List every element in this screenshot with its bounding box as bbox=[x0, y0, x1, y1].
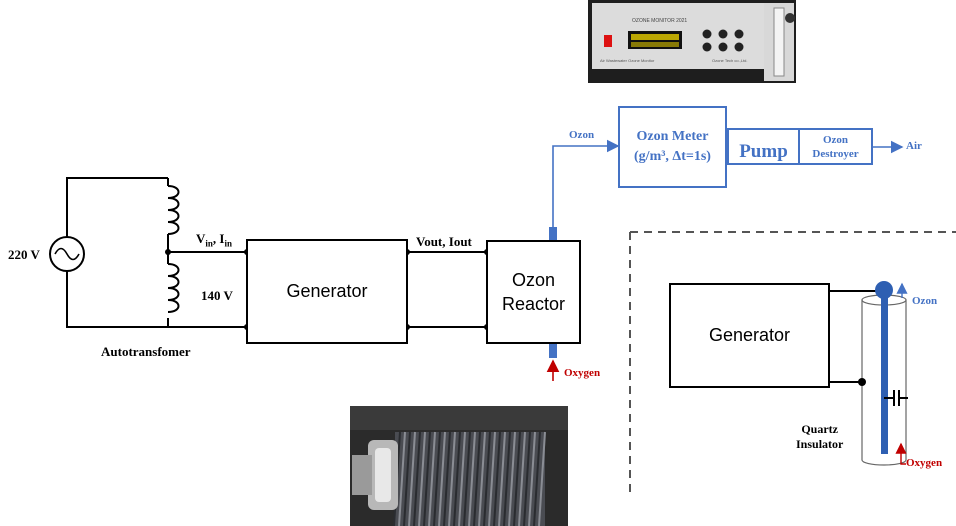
heatsink-fin bbox=[508, 431, 516, 526]
monitor-caption-left: Air Wastewater Ozone Monitor bbox=[600, 58, 655, 63]
heatsink-fin bbox=[413, 431, 421, 526]
heatsink-fin bbox=[468, 431, 476, 526]
detail-oxygen-label: Oxygen bbox=[906, 457, 943, 469]
tap-voltage-label: 140 V bbox=[201, 288, 233, 303]
section-divider bbox=[629, 231, 956, 494]
air-outlet-label: Air bbox=[906, 140, 922, 152]
detail-ozon-label: Ozon bbox=[912, 295, 938, 307]
heatsink-fin bbox=[443, 431, 451, 526]
heatsink-fin bbox=[463, 431, 471, 526]
vout-iout-label: Vout, Iout bbox=[416, 234, 472, 249]
detail-oxygen-arrow bbox=[895, 442, 907, 465]
vin-subscript: in bbox=[205, 238, 213, 249]
generator-detail-label: Generator bbox=[708, 325, 791, 345]
heatsink-fin bbox=[493, 431, 501, 526]
ozon-destroyer-block: Ozon Destroyer bbox=[798, 128, 873, 165]
heatsink-fin bbox=[513, 431, 521, 526]
ozon-outlet-label: Ozon bbox=[569, 129, 595, 141]
heatsink-fin bbox=[538, 431, 546, 526]
heatsink-fin bbox=[458, 431, 466, 526]
dbd-cell-wiring bbox=[829, 290, 884, 383]
ozone-monitor-photo: OZONE MONITOR 2021 Air Wastewater Ozone … bbox=[588, 0, 796, 83]
quartz-label-line2: Insulator bbox=[796, 437, 844, 451]
autotransformer-label: Autotransfomer bbox=[101, 344, 191, 359]
reactor-ports bbox=[549, 227, 557, 358]
destroyer-label-line1: Ozon bbox=[822, 133, 849, 146]
heatsink-fin bbox=[488, 431, 496, 526]
heatsink-fin bbox=[403, 431, 411, 526]
heatsink-fin bbox=[418, 431, 426, 526]
ozon-meter-units: (g/m³, Δt=1s) bbox=[634, 149, 711, 164]
heatsink-fin bbox=[428, 431, 436, 526]
heatsink-fin bbox=[483, 431, 491, 526]
heatsink-fin bbox=[528, 431, 536, 526]
vin-iin-label: Vin, Iin bbox=[196, 231, 232, 249]
quartz-label-line1: Quartz bbox=[801, 422, 838, 436]
heatsink-fin bbox=[433, 431, 441, 526]
dielectric-capacitor-symbol bbox=[884, 390, 908, 406]
heatsink-fin bbox=[438, 431, 446, 526]
reactor-label-line1: Ozon bbox=[511, 270, 556, 290]
ozon-meter-label: Ozon Meter bbox=[636, 129, 709, 144]
heatsink-fin bbox=[498, 431, 506, 526]
monitor-caption-right: Ozone Tech co.,Ltd. bbox=[712, 58, 748, 63]
ozone-reactor-photo bbox=[350, 406, 568, 526]
heatsink-fin bbox=[478, 431, 486, 526]
heatsink-fin bbox=[518, 431, 526, 526]
heatsink-fin bbox=[533, 431, 541, 526]
monitor-title: OZONE MONITOR 2021 bbox=[632, 18, 687, 24]
ac-source-circuit bbox=[66, 177, 487, 328]
iin-subscript: in bbox=[224, 238, 232, 249]
heatsink-fin bbox=[448, 431, 456, 526]
ozon-reactor-block: Ozon Reactor bbox=[486, 240, 581, 344]
generator-block: Generator bbox=[246, 239, 408, 344]
heatsink-fin bbox=[423, 431, 431, 526]
ozon-outlet-line bbox=[552, 139, 620, 227]
high-voltage-electrode bbox=[875, 281, 893, 454]
heatsink-fin bbox=[408, 431, 416, 526]
destroyer-label-line2: Destroyer bbox=[812, 147, 859, 160]
heatsink-fin bbox=[523, 431, 531, 526]
heatsink-fin bbox=[473, 431, 481, 526]
heatsink-fin bbox=[503, 431, 511, 526]
ac-source-symbol bbox=[49, 236, 85, 272]
generator-label: Generator bbox=[286, 281, 368, 301]
generator-detail-block: Generator bbox=[669, 283, 830, 388]
reactor-label-line2: Reactor bbox=[501, 294, 566, 314]
iin-symbol: , I bbox=[212, 231, 225, 246]
heatsink-fin bbox=[398, 431, 406, 526]
heatsink-fin bbox=[453, 431, 461, 526]
ozon-meter-block: Ozon Meter (g/m³, Δt=1s) bbox=[618, 106, 727, 188]
source-voltage-label: 220 V bbox=[8, 247, 40, 262]
pump-block: Pump bbox=[727, 128, 800, 165]
vin-symbol: V bbox=[196, 231, 206, 246]
quartz-insulator-label: Quartz Insulator bbox=[796, 422, 843, 452]
oxygen-inlet-label: Oxygen bbox=[564, 367, 601, 379]
pump-label: Pump bbox=[739, 140, 788, 162]
